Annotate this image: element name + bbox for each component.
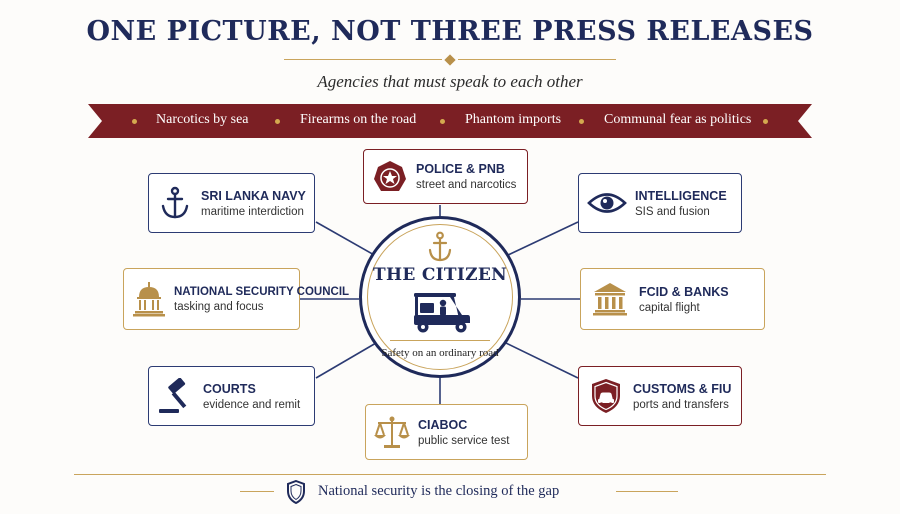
agency-desc: SIS and fusion xyxy=(635,205,710,218)
agency-name: COURTS xyxy=(203,381,256,396)
capitol-dome-icon xyxy=(124,281,174,317)
banner-dot xyxy=(275,119,280,124)
agency-name: POLICE & PNB xyxy=(416,162,505,176)
page-title: ONE PICTURE, NOT THREE PRESS RELEASES xyxy=(86,16,814,47)
banner-dot xyxy=(763,119,768,124)
agency-card-customs: CUSTOMS & FIU ports and transfers xyxy=(578,366,742,426)
agency-card-police: POLICE & PNB street and narcotics xyxy=(363,149,528,204)
connector-customs xyxy=(505,342,579,379)
agency-card-navy: SRI LANKA NAVY maritime interdiction xyxy=(148,173,315,233)
anchor-icon xyxy=(149,186,201,220)
eye-icon xyxy=(579,190,635,216)
agency-card-intelligence: INTELLIGENCE SIS and fusion xyxy=(578,173,742,233)
agency-desc: street and narcotics xyxy=(416,179,517,191)
footer-rule-left xyxy=(240,491,274,492)
page-subtitle: Agencies that must speak to each other xyxy=(317,72,583,91)
footer-rule-right xyxy=(616,491,678,492)
threat-banner: Narcotics by sea Firearms on the road Ph… xyxy=(88,104,812,138)
agency-card-nsc: NATIONAL SECURITY COUNCIL tasking and fo… xyxy=(123,268,349,330)
title-rule-right xyxy=(458,59,616,60)
agency-desc: public service test xyxy=(418,434,510,447)
hub-title: THE CITIZEN xyxy=(373,265,507,285)
agency-desc: evidence and remit xyxy=(203,398,301,411)
agency-card-fcid: FCID & BANKS capital flight xyxy=(580,268,765,330)
customs-shield-icon xyxy=(579,378,633,414)
hub-the-citizen: THE CITIZEN Safety on an ordinary road xyxy=(359,216,521,378)
anchor-icon xyxy=(428,231,452,262)
title-rule-left xyxy=(284,59,442,60)
agency-desc: capital flight xyxy=(639,301,700,314)
agency-name: SRI LANKA NAVY xyxy=(201,188,306,203)
gavel-icon xyxy=(149,378,203,414)
banner-dot xyxy=(440,119,445,124)
agency-card-courts: COURTS evidence and remit xyxy=(148,366,315,426)
agency-name: FCID & BANKS xyxy=(639,284,729,299)
agency-name: INTELLIGENCE xyxy=(635,188,727,203)
connector-intelligence xyxy=(505,221,579,257)
agency-desc: tasking and focus xyxy=(174,300,264,313)
banner-item-imports: Phantom imports xyxy=(465,112,562,127)
bank-icon xyxy=(581,282,639,316)
scales-icon xyxy=(366,415,418,449)
agency-card-ciaboc: CIABOC public service test xyxy=(365,404,528,460)
banner-item-firearms: Firearms on the road xyxy=(300,112,417,127)
footer-rule xyxy=(74,474,826,475)
shield-icon xyxy=(287,480,305,504)
tuk-tuk-icon xyxy=(414,293,470,333)
agency-name: CUSTOMS & FIU xyxy=(633,381,732,396)
agency-name: NATIONAL SECURITY COUNCIL xyxy=(174,285,350,298)
agency-name: CIABOC xyxy=(418,417,468,432)
hub-caption: Safety on an ordinary road xyxy=(381,347,499,359)
agency-desc: ports and transfers xyxy=(633,398,729,411)
banner-item-narcotics: Narcotics by sea xyxy=(156,112,249,127)
banner-dot xyxy=(132,119,137,124)
footer-statement: National security is the closing of the … xyxy=(318,483,560,499)
agency-desc: maritime interdiction xyxy=(201,205,304,218)
banner-dot xyxy=(579,119,584,124)
banner-ribbon-shape xyxy=(88,104,812,138)
banner-item-communal-fear: Communal fear as politics xyxy=(604,112,752,127)
hub-inner-ring xyxy=(367,224,513,370)
connector-navy xyxy=(315,221,377,257)
police-badge-icon xyxy=(364,160,416,194)
hub-rule xyxy=(390,340,490,341)
connector-courts xyxy=(315,342,377,379)
